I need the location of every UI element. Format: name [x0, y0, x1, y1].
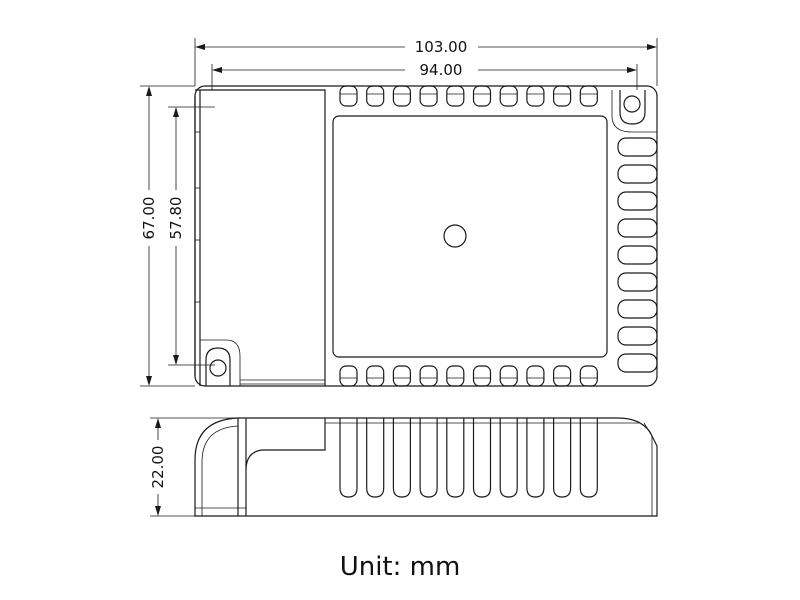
right-fin [617, 218, 658, 238]
side-view-end-cap [237, 418, 326, 516]
dimension-mounting-width: 57.80 [167, 106, 215, 366]
top-view-end-cap [194, 89, 326, 386]
dimension-mounting-length: 94.00 [211, 61, 638, 90]
side-fin [446, 418, 465, 498]
overall-width-label: 67.00 [140, 197, 158, 240]
side-view-cap-inner [201, 425, 239, 516]
right-fin [617, 137, 658, 157]
bottom-fin-tab [472, 365, 492, 387]
top-view-right-fins [617, 137, 658, 373]
side-view-fins [339, 418, 598, 498]
bottom-fin-tab [579, 365, 598, 387]
top-view-label-panel [332, 115, 608, 358]
overall-length-label: 103.00 [415, 38, 468, 56]
top-fin-tab [392, 85, 411, 107]
side-view [194, 417, 658, 517]
center-mark [443, 224, 467, 248]
side-fin [366, 418, 385, 498]
top-view [194, 85, 658, 387]
side-view-outline [194, 417, 658, 517]
mounting-slot-bottom-left [205, 347, 231, 386]
side-view-right-edge [643, 422, 653, 516]
connector-strip-lower [194, 239, 201, 303]
mounting-slot-top-right [619, 90, 646, 125]
mounting-length-label: 94.00 [420, 61, 463, 79]
side-fin [392, 418, 411, 498]
mounting-slot-top-right-outer [611, 90, 657, 133]
bottom-fin-tab [366, 365, 385, 387]
mounting-width-label: 57.80 [167, 197, 185, 240]
dimension-height: 22.00 [149, 417, 238, 517]
mounting-slot-bottom-left-outer [200, 339, 241, 386]
dimension-overall-length: 103.00 [194, 38, 658, 86]
side-fin [499, 418, 518, 498]
top-fin-tab [579, 85, 598, 107]
right-fin [617, 299, 658, 319]
right-fin [617, 353, 658, 373]
mounting-hole-bottom-left [209, 359, 227, 377]
top-fin-tab [472, 85, 492, 107]
top-fin-tab [526, 85, 545, 107]
unit-label: Unit: mm [340, 552, 461, 582]
bottom-fin-tab [499, 365, 518, 387]
top-fin-tab [366, 85, 385, 107]
height-label: 22.00 [149, 446, 167, 489]
bottom-fin-tab [526, 365, 545, 387]
mounting-hole-top-right [623, 95, 641, 113]
top-view-outline [194, 85, 658, 387]
bottom-fin-tab [446, 365, 465, 387]
side-fin [553, 418, 572, 498]
top-fin-tab [339, 85, 358, 107]
bottom-fin-tab [419, 365, 438, 387]
side-fin [526, 418, 545, 498]
side-fin [419, 418, 438, 498]
bottom-fin-tab [392, 365, 411, 387]
right-fin [617, 245, 658, 265]
right-fin [617, 191, 658, 211]
bottom-fin-tab [552, 365, 572, 387]
side-fin [472, 418, 492, 498]
top-view-fins [339, 85, 598, 387]
top-fin-tab [499, 85, 518, 107]
right-fin [617, 326, 658, 346]
dimension-overall-width: 67.00 [140, 85, 195, 387]
right-fin [617, 164, 658, 184]
side-fin [579, 418, 598, 498]
connector-strip-upper [194, 131, 201, 189]
top-fin-tab [446, 85, 465, 107]
right-fin [617, 272, 658, 292]
top-fin-tab [419, 85, 438, 107]
top-fin-tab [552, 85, 572, 107]
bottom-fin-tab [339, 365, 358, 387]
side-fin [339, 418, 358, 498]
